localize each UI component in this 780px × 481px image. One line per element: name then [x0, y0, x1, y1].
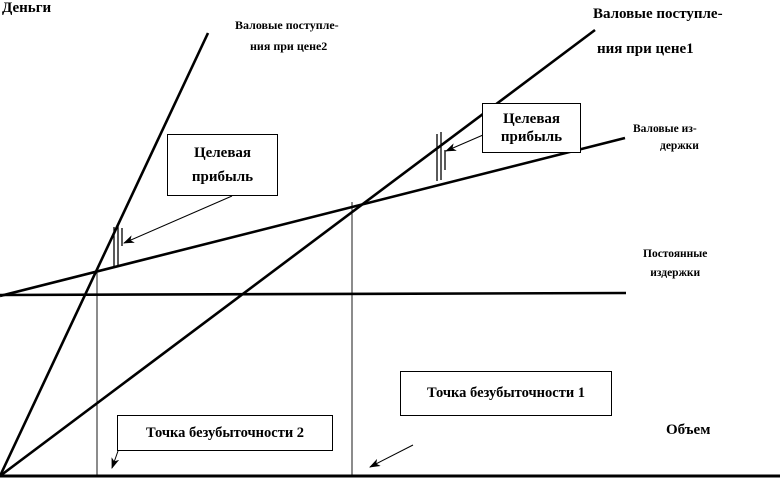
fixed-costs-label-line1: Постоянные	[643, 248, 708, 260]
fixed-costs-label-line2: издержки	[650, 266, 701, 279]
fixed-costs-line	[0, 291, 627, 297]
target-profit-box-right-line1: Целевая	[502, 111, 561, 127]
revenue-price1-label: Валовые поступле- ния при цене1	[593, 0, 723, 68]
revenue-price2-line	[0, 32, 210, 477]
y-axis-label: Деньги	[2, 0, 52, 16]
revenue-price2-label-line2: ния при цене2	[250, 39, 328, 53]
break-even-1-box: Точка безубыточности 1	[400, 371, 612, 416]
revenue-price1-label-line2: ния при цене1	[597, 41, 694, 58]
target-profit-bracket-left	[113, 225, 123, 266]
total-costs-label: Валовые из- держки	[633, 121, 699, 154]
revenue-price2-label: Валовые поступле- ния при цене2	[235, 15, 339, 57]
break-even-1-arrow	[369, 444, 414, 468]
target-profit-right-arrow	[445, 134, 484, 152]
target-profit-left-arrow	[123, 195, 233, 244]
break-even-2-arrow	[111, 450, 120, 469]
target-profit-box-left-line2: прибыль	[191, 169, 254, 185]
target-profit-box-right: Целевая прибыль	[482, 103, 581, 153]
total-costs-line	[0, 136, 626, 298]
target-profit-box-right-line2: прибыль	[500, 129, 563, 145]
target-profit-box-left-line1: Целевая	[193, 145, 252, 161]
target-profit-box-left: Целевая прибыль	[167, 134, 278, 196]
x-axis-label: Объем	[666, 422, 711, 438]
revenue-price2-label-line1: Валовые поступле-	[235, 18, 339, 32]
break-even-2-box: Точка безубыточности 2	[117, 415, 333, 451]
total-costs-label-line1: Валовые из-	[633, 123, 697, 135]
fixed-costs-label: Постоянные издержки	[643, 245, 707, 283]
total-costs-label-line2: держки	[660, 139, 699, 152]
revenue-price1-label-line1: Валовые поступле-	[593, 6, 723, 22]
target-profit-bracket-right	[436, 132, 446, 181]
